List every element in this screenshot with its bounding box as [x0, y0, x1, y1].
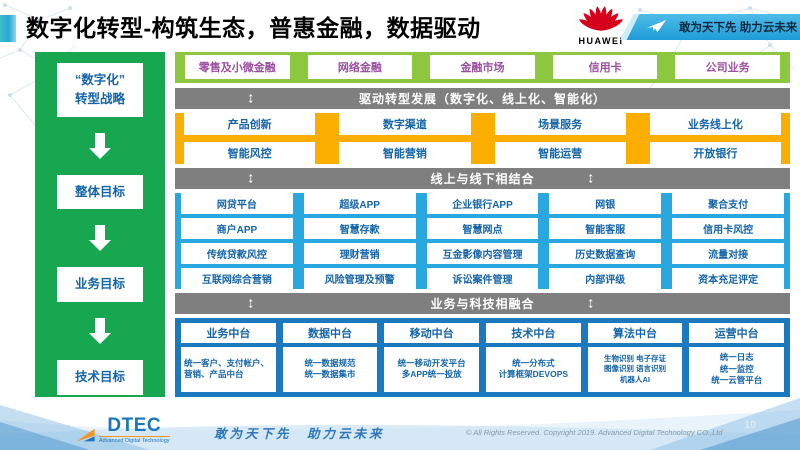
business-line-cell: 零售及小微金融 — [185, 55, 290, 80]
platform-column-data: 数据中台 统一数据规范 统一数据集市 — [282, 322, 378, 392]
updown-arrow-icon: ↕ — [247, 89, 256, 107]
application-cell: 风险管理及预警 — [303, 267, 416, 289]
platform-title: 技术中台 — [486, 322, 581, 343]
footer-copyright: © All Rights Reserved. Copyright 2019. A… — [466, 428, 723, 437]
capability-cell: 开放银行 — [649, 141, 781, 164]
capability-cell: 智能运营 — [494, 141, 626, 164]
strategy-item-business-goal: 业务目标 — [57, 267, 143, 302]
capability-cell: 智能风控 — [184, 141, 316, 164]
business-line-cell: 信用卡 — [552, 55, 658, 80]
footer-slogan: 敢为天下先 助力云未来 — [214, 427, 385, 441]
platform-column-technology: 技术中台 统一分布式 计算框架DEVOPS — [486, 322, 581, 392]
application-cell: 智慧存款 — [303, 217, 416, 239]
application-cell: 传统贷款风控 — [181, 242, 293, 264]
application-cell: 互金影像内容管理 — [426, 242, 539, 264]
dtec-arrow-icon — [76, 428, 95, 442]
business-line-cell: 金融市场 — [430, 55, 535, 80]
application-cell: 信用卡风控 — [672, 217, 784, 239]
application-cell: 资本充足评定 — [672, 267, 784, 289]
strategy-item-digital-strategy: “数字化” 转型战略 — [57, 63, 143, 117]
application-cell: 商户APP — [181, 217, 293, 239]
slogan-banner: 敢为天下先 助力云未来 — [620, 14, 800, 40]
platform-column-algorithm: 算法中台 生物识别 电子存证 图像识别 语言识别 机器人AI — [587, 322, 683, 392]
application-cell: 历史数据查询 — [549, 242, 662, 264]
tech-fusion-label: 业务与科技相融合 — [430, 296, 535, 311]
platform-title: 移动中台 — [384, 322, 480, 343]
platform-column-operations: 运营中台 统一日志 统一监控 统一云管平台 — [689, 322, 785, 392]
down-arrow-icon — [89, 318, 111, 344]
business-line-cell: 公司业务 — [675, 55, 780, 80]
drive-transform-bar: ↕ 驱动转型发展（数字化、线上化、智能化） ↕ — [175, 87, 790, 109]
capability-cell: 数字渠道 — [339, 112, 471, 135]
platform-detail: 统一客户、支付帐户、营销、产品中台 — [181, 346, 276, 392]
platform-detail: 统一数据规范 统一数据集市 — [282, 346, 378, 392]
down-arrow-icon — [89, 132, 111, 159]
business-line-cell: 网络金融 — [307, 55, 413, 80]
capabilities-section: 产品创新 数字渠道 场景服务 业务线上化 智能风控 智能营销 智能运营 开放银行 — [175, 112, 790, 164]
platforms-section: 业务中台 统一客户、支付帐户、营销、产品中台 数据中台 统一数据规范 统一数据集… — [175, 317, 790, 397]
application-cell: 互联网综合营销 — [181, 267, 293, 289]
platform-title: 算法中台 — [587, 322, 683, 343]
updown-arrow-icon: ↕ — [587, 89, 596, 107]
platform-column-business: 业务中台 统一客户、支付帐户、营销、产品中台 — [181, 322, 276, 392]
capability-cell: 智能营销 — [339, 141, 471, 164]
updown-arrow-icon: ↕ — [247, 169, 256, 187]
paper-plane-icon — [646, 20, 667, 33]
application-cell: 智慧网点 — [426, 217, 539, 239]
main-layout: “数字化” 转型战略 整体目标 业务目标 技术目标 零售及小微金融 网络金融 金… — [35, 52, 790, 397]
strategy-panel: “数字化” 转型战略 整体目标 业务目标 技术目标 — [35, 52, 165, 397]
application-cell: 流量对接 — [672, 242, 784, 264]
footer-ribbon-decoration — [0, 398, 800, 450]
platform-title: 运营中台 — [689, 322, 785, 343]
platform-detail: 统一移动开发平台 多APP统一投放 — [384, 346, 480, 392]
updown-arrow-icon: ↕ — [587, 294, 596, 312]
strategy-item-overall-goal: 整体目标 — [57, 174, 143, 210]
tech-fusion-bar: ↕ 业务与科技相融合 ↕ — [175, 292, 790, 314]
page-number: 10 — [744, 419, 757, 431]
capability-cell: 业务线上化 — [649, 112, 781, 135]
business-lines-row: 零售及小微金融 网络金融 金融市场 信用卡 公司业务 — [175, 52, 790, 83]
applications-section: 网贷平台 超级APP 企业银行APP 网银 聚合支付 商户APP 智慧存款 智慧… — [175, 192, 790, 289]
strategy-item-tech-goal: 技术目标 — [57, 360, 143, 395]
application-cell: 内部评级 — [549, 267, 662, 289]
platform-detail: 统一分布式 计算框架DEVOPS — [486, 346, 581, 392]
title-accent-bar — [0, 15, 16, 42]
drive-transform-label: 驱动转型发展（数字化、线上化、智能化） — [358, 91, 606, 106]
application-cell: 聚合支付 — [672, 192, 784, 214]
application-cell: 企业银行APP — [426, 192, 539, 214]
page-title: 数字化转型-构筑生态，普惠金融，数据驱动 — [26, 15, 481, 41]
huawei-flower-icon — [578, 6, 624, 31]
application-cell: 超级APP — [303, 192, 416, 214]
platform-title: 业务中台 — [181, 322, 276, 343]
platform-detail: 生物识别 电子存证 图像识别 语言识别 机器人AI — [587, 346, 683, 392]
application-cell: 网银 — [549, 192, 662, 214]
updown-arrow-icon: ↕ — [587, 169, 596, 187]
application-cell: 理财营销 — [303, 242, 416, 264]
application-cell: 智能客服 — [549, 217, 662, 239]
huawei-wordmark: HUAWEI — [578, 36, 624, 46]
online-offline-bar: ↕ 线上与线下相结合 ↕ — [175, 167, 790, 189]
dtec-wordmark: DTEC — [107, 415, 162, 436]
capability-cell: 产品创新 — [184, 112, 316, 135]
platform-title: 数据中台 — [282, 322, 378, 343]
dtec-subtext: Advanced Digital Technology — [99, 436, 170, 444]
huawei-logo: HUAWEI — [574, 3, 628, 46]
dtec-logo: DTEC Advanced Digital Technology — [76, 416, 170, 444]
application-cell: 网贷平台 — [181, 192, 293, 214]
platform-column-mobile: 移动中台 统一移动开发平台 多APP统一投放 — [384, 322, 480, 392]
capability-cell: 场景服务 — [494, 112, 626, 135]
architecture-content: 零售及小微金融 网络金融 金融市场 信用卡 公司业务 ↕ 驱动转型发展（数字化、… — [175, 52, 790, 397]
down-arrow-icon — [89, 225, 111, 252]
updown-arrow-icon: ↕ — [247, 294, 256, 312]
platform-detail: 统一日志 统一监控 统一云管平台 — [689, 346, 785, 392]
banner-slogan: 敢为天下先 助力云未来 — [679, 22, 798, 34]
online-offline-label: 线上与线下相结合 — [430, 171, 535, 186]
application-cell: 诉讼案件管理 — [426, 267, 539, 289]
